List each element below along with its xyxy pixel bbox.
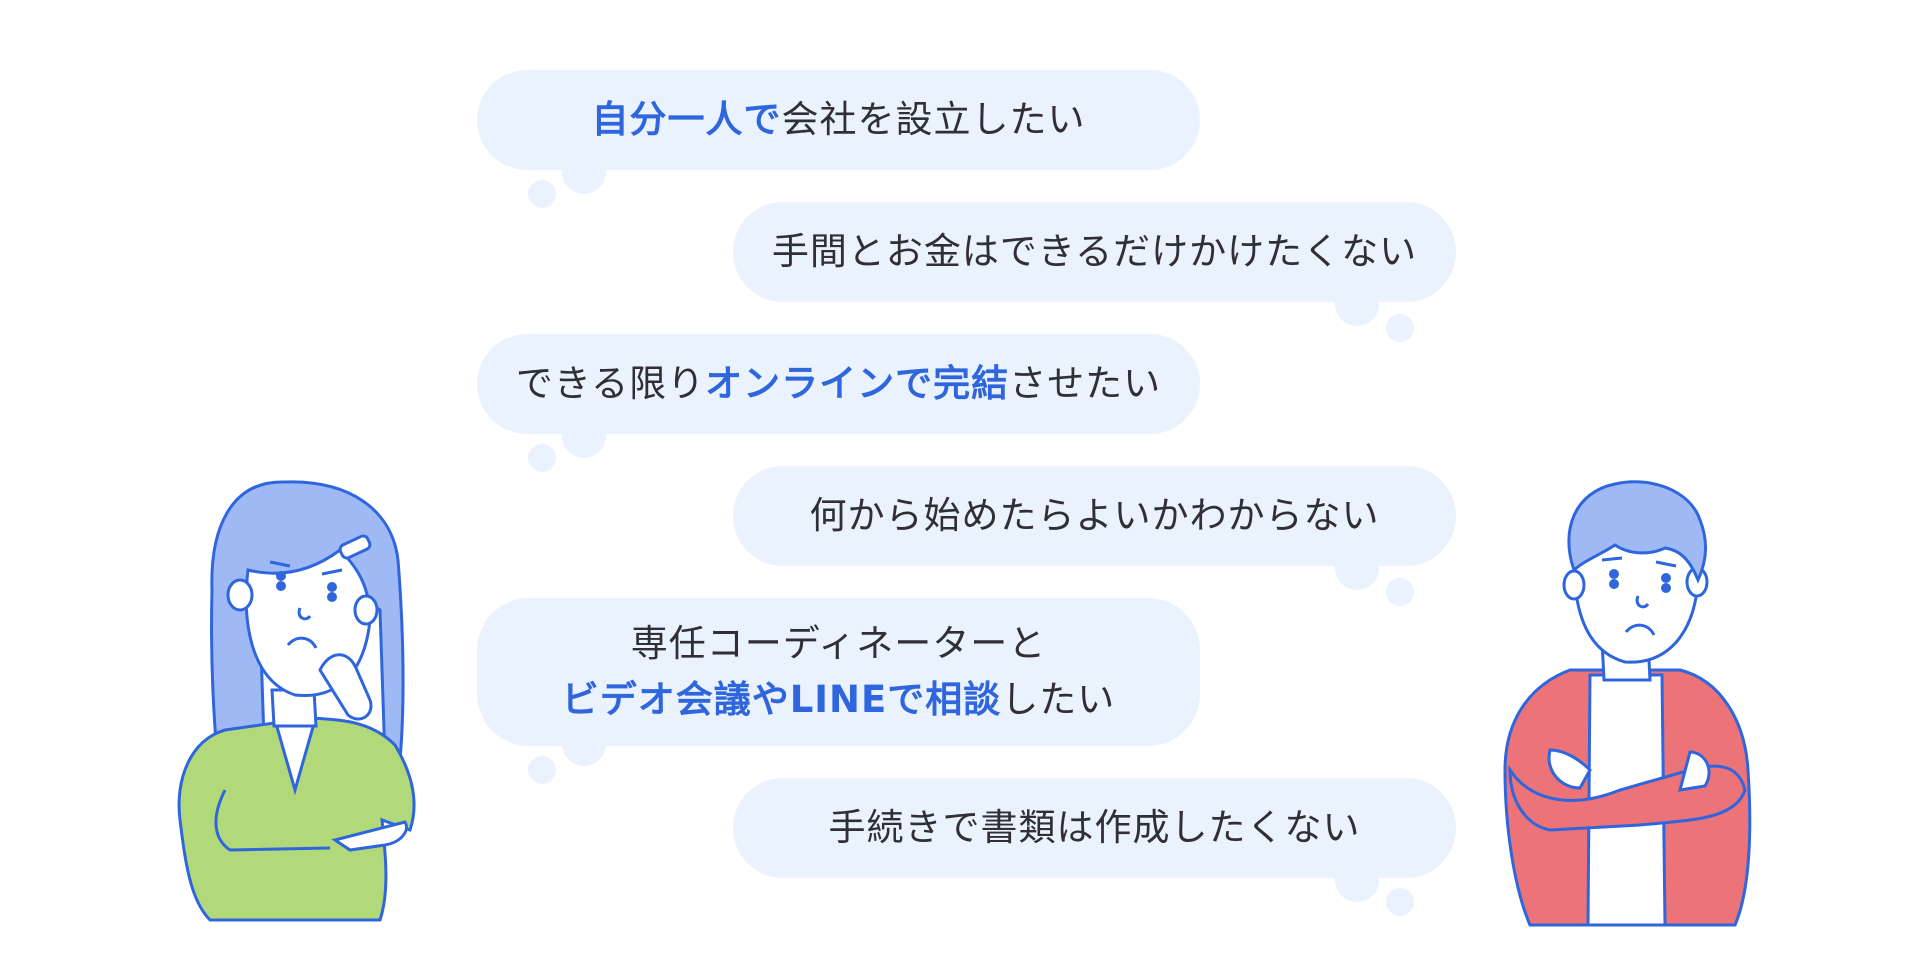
bubble-text: 自分一人で会社を設立したい (591, 98, 1086, 141)
man-hair (1567, 480, 1708, 584)
bubble-tail-5 (562, 722, 606, 766)
bubble-tail-5-dot (528, 756, 556, 784)
speech-bubble-6: 手続きで書類は作成したくない (733, 778, 1456, 878)
bubble-tail-2-dot (1386, 314, 1414, 342)
speech-bubble-3: できる限りオンラインで完結させたい (477, 334, 1200, 434)
arms-crossed-man-illustration (1503, 480, 1752, 927)
bubble-tail-1 (562, 150, 606, 194)
speech-bubble-5: 専任コーディネーターと ビデオ会議やLINEで相談したい (477, 598, 1200, 746)
bubble-text: 何から始めたらよいかわからない (809, 494, 1380, 537)
woman-hand (318, 653, 408, 852)
speech-bubble-4: 何から始めたらよいかわからない (733, 466, 1456, 566)
bubble-tail-3-dot (528, 444, 556, 472)
speech-bubble-2: 手間とお金はできるだけかけたくない (733, 202, 1456, 302)
bubble-tail-6-dot (1386, 888, 1414, 916)
bubble-tail-1-dot (528, 180, 556, 208)
bubble-tail-4-dot (1386, 578, 1414, 606)
bubble-text: できる限りオンラインで完結させたい (515, 362, 1162, 405)
bubble-text: 手間とお金はできるだけかけたくない (771, 230, 1418, 273)
bubble-tail-2 (1335, 282, 1379, 326)
speech-bubble-1: 自分一人で会社を設立したい (477, 70, 1200, 170)
man-crossed-arms (1508, 748, 1747, 832)
woman-top (177, 716, 416, 922)
bubble-tail-6 (1335, 858, 1379, 902)
bubble-tail-3 (562, 414, 606, 458)
bubble-text: 専任コーディネーターと ビデオ会議やLINEで相談したい (561, 622, 1116, 721)
bubble-tail-4 (1335, 546, 1379, 590)
worried-woman-illustration (177, 480, 416, 922)
bubble-text: 手続きで書類は作成したくない (828, 806, 1361, 849)
